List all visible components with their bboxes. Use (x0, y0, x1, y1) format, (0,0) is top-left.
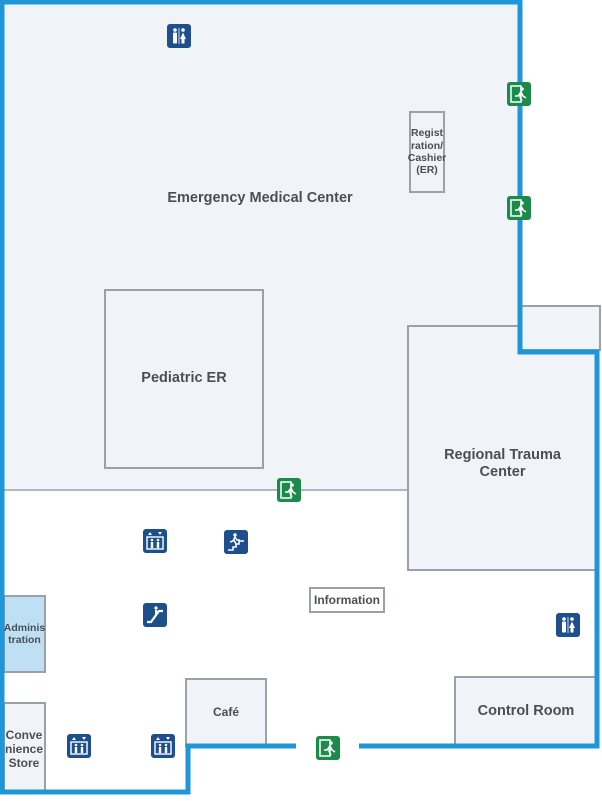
convenience-store-label: Conve nience Store (4, 727, 43, 771)
pediatric-er-room[interactable] (104, 289, 264, 469)
information-desk[interactable] (309, 587, 385, 613)
stairs-icon[interactable] (224, 530, 248, 554)
emergency-medical-center-label: Emergency Medical Center (167, 190, 353, 207)
information-label: Information (314, 592, 380, 607)
registration-cashier-room[interactable] (409, 111, 445, 193)
administration-room[interactable] (3, 595, 46, 673)
convenience-store-room[interactable] (3, 702, 46, 793)
elevator-icon[interactable] (143, 529, 167, 553)
emergency-exit-icon[interactable] (507, 82, 531, 106)
control-room-label: Control Room (477, 702, 575, 719)
regional-trauma-center-label: Regional Trauma Center (444, 446, 561, 480)
restroom-icon[interactable] (556, 613, 580, 637)
emergency-exit-icon[interactable] (507, 196, 531, 220)
cafe-label: Café (212, 705, 239, 720)
escalator-icon[interactable] (143, 603, 167, 627)
administration-label: Adminis tration (3, 621, 46, 646)
elevator-icon[interactable] (151, 734, 175, 758)
emergency-exit-icon[interactable] (316, 736, 340, 760)
emergency-exit-icon[interactable] (277, 478, 301, 502)
registration-cashier-label: Regist ration/ Cashier (ER) (407, 127, 447, 177)
pediatric-er-label: Pediatric ER (141, 370, 227, 387)
elevator-icon[interactable] (67, 734, 91, 758)
restroom-icon[interactable] (167, 24, 191, 48)
annex-room (519, 305, 601, 351)
cafe-room[interactable] (185, 678, 267, 747)
regional-trauma-center-room[interactable] (407, 325, 598, 571)
